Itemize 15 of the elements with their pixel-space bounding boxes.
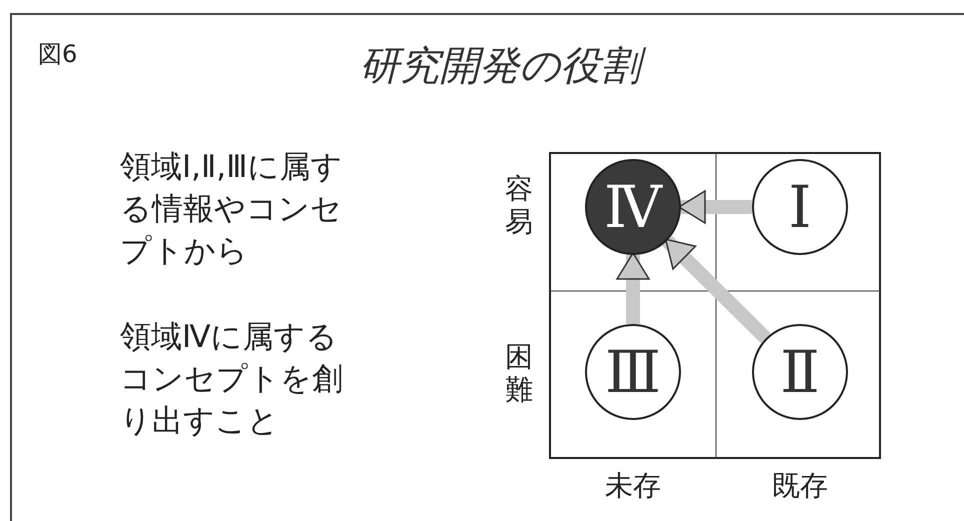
title: 研究開発の役割: [330, 38, 670, 93]
region-circle: Ⅰ: [752, 159, 848, 255]
description-text: 領域Ⅳに属するコンセプトを創り出すこと: [120, 318, 344, 441]
axis-label: 未存: [605, 468, 661, 504]
region-circle: Ⅱ: [752, 324, 848, 420]
region-circle: Ⅲ: [585, 324, 681, 420]
figure-number: 図6: [38, 39, 78, 70]
axis-label: 既存: [772, 468, 828, 504]
block-arrow: [678, 190, 752, 224]
axis-label: 容易: [505, 172, 534, 238]
axis-label: 困難: [505, 340, 534, 406]
region-circle: Ⅳ: [585, 159, 681, 255]
block-arrow: [616, 252, 650, 324]
description-text: 領域Ⅰ,Ⅱ,Ⅲに属する情報やコンセプトから: [120, 148, 344, 271]
block-arrow: [662, 236, 771, 344]
